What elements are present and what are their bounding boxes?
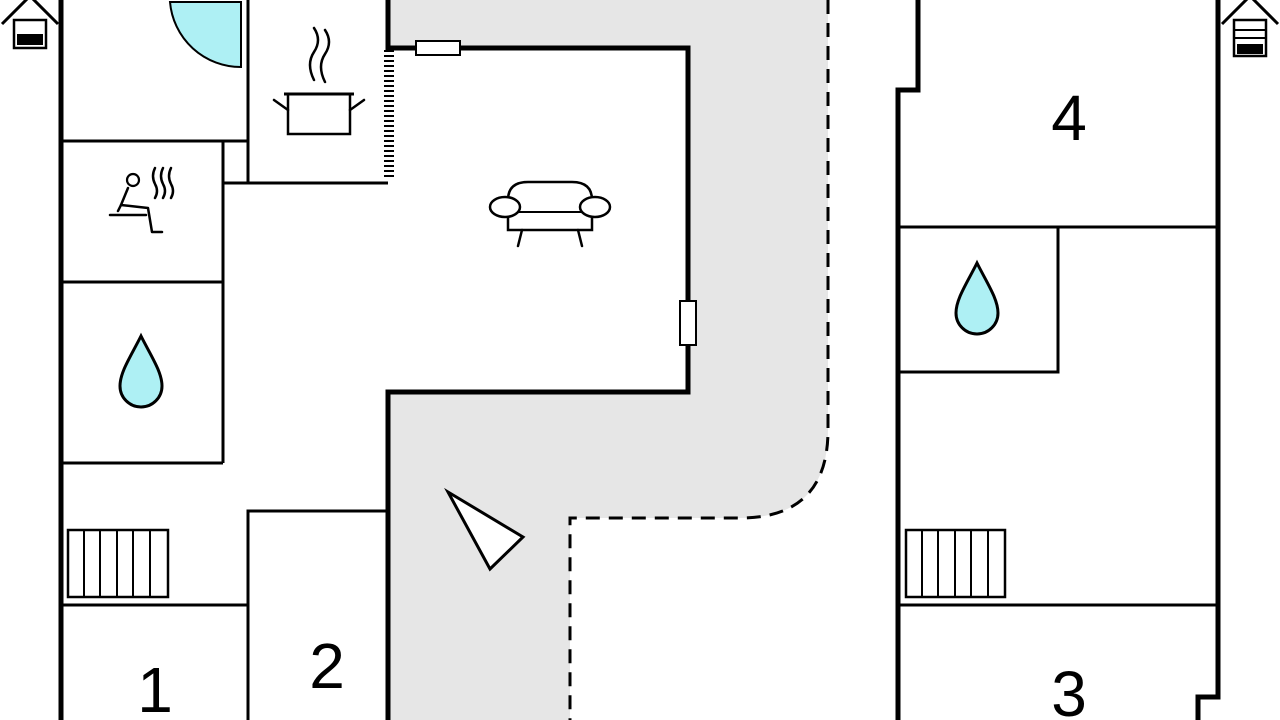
terrace-area [388, 0, 828, 720]
sauna-icon [108, 166, 175, 234]
window [415, 40, 461, 56]
stairs-icon [66, 528, 170, 599]
room-label-4: 4 [1051, 82, 1087, 154]
sofa-icon [488, 180, 612, 248]
kitchen-pot-icon [272, 26, 366, 136]
water-drop-icon [118, 332, 164, 409]
shower-icon [168, 1, 242, 69]
terrace-dashed-border [568, 0, 830, 720]
house-icon [1220, 0, 1280, 58]
entrance-arrow-icon [444, 487, 526, 572]
house-icon [0, 0, 60, 50]
water-drop-icon [954, 259, 1000, 336]
right-building [895, 0, 1221, 720]
room-label-3: 3 [1051, 658, 1087, 720]
left-building [58, 0, 697, 720]
window [679, 300, 697, 346]
room-label-2: 2 [309, 630, 345, 702]
room-label-1: 1 [137, 654, 173, 720]
stairs-icon [904, 528, 1007, 599]
